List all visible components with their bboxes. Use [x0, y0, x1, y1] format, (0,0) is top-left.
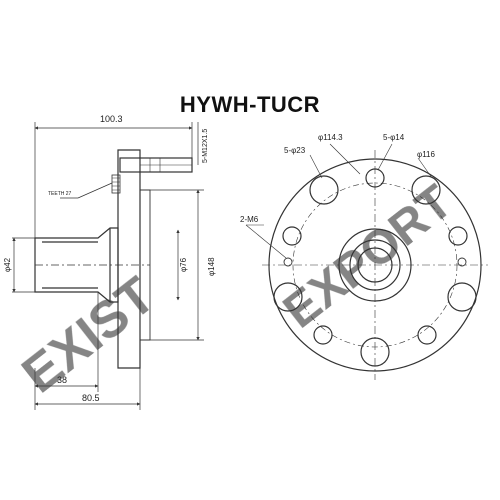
label-teeth: TEETH 27: [48, 191, 72, 197]
large-hole: [447, 282, 477, 312]
dim-top-width: 100.3: [100, 114, 123, 124]
large-hole: [273, 282, 303, 312]
dim-flange: φ148: [207, 257, 216, 276]
part-number-title: HYWH-TUCR: [179, 92, 321, 117]
front-view-dimensions: [245, 143, 433, 259]
wheel-stud: [119, 157, 193, 173]
stud-hole: [417, 325, 437, 345]
dim-stud-thread: 5-M12X1.5: [202, 129, 209, 163]
dim-pilot: φ76: [179, 257, 188, 272]
dim-hub-length: 38: [57, 375, 67, 385]
dim-large-holes: 5-φ23: [284, 146, 306, 155]
watermark-right-text: EXPORT: [274, 175, 462, 338]
stud-holes: [282, 168, 468, 345]
dim-outer-pcd: φ116: [417, 150, 435, 159]
stud-hole: [365, 168, 385, 188]
threaded-hole: [457, 257, 467, 267]
dim-threaded-holes: 2-M6: [240, 215, 259, 224]
watermark: EXIST EXPORT: [12, 175, 463, 404]
threaded-holes: [283, 257, 467, 267]
side-view: [34, 149, 193, 369]
front-view-labels: φ114.3 5-φ14 5-φ23 φ116 2-M6: [240, 133, 435, 224]
large-hole: [309, 175, 339, 205]
large-hole: [411, 175, 441, 205]
stud-hole: [282, 226, 302, 246]
dim-overall-length: 80.5: [82, 393, 100, 403]
stud-hole: [313, 325, 333, 345]
dim-pcd: φ114.3: [318, 133, 343, 142]
dim-stud-holes: 5-φ14: [383, 133, 405, 142]
side-view-labels: 100.3 5-M12X1.5 TEETH 27 φ42 φ76 φ148 38…: [3, 114, 216, 403]
dim-bore: φ42: [3, 257, 12, 272]
stud-hole: [448, 226, 468, 246]
large-holes: [273, 175, 477, 367]
large-hole: [360, 337, 390, 367]
side-view-dimensions: [12, 122, 204, 410]
threaded-hole: [283, 257, 293, 267]
front-view: [262, 150, 488, 380]
